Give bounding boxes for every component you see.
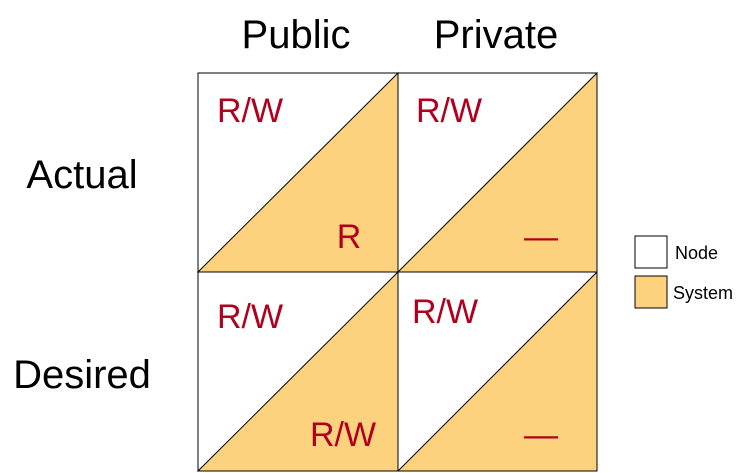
node-permission: R/W: [217, 298, 283, 336]
cell-desired-public: R/W R/W: [196, 270, 399, 472]
system-permission: —: [524, 218, 558, 256]
cell-desired-private: R/W —: [396, 270, 598, 472]
column-header-private: Private: [434, 13, 559, 57]
system-region: [396, 270, 598, 472]
legend-label-system: System: [673, 283, 733, 303]
legend: Node System: [634, 235, 733, 309]
legend-label-node: Node: [675, 243, 718, 263]
node-permission: R/W: [416, 92, 482, 130]
row-header-actual: Actual: [26, 153, 137, 197]
column-header-public: Public: [242, 13, 351, 57]
node-permission: R/W: [412, 293, 478, 331]
cell-actual-private: R/W —: [396, 71, 598, 273]
legend-swatch-node: [634, 235, 668, 269]
legend-swatch-system: [634, 275, 668, 309]
system-permission: R/W: [310, 416, 376, 454]
system-permission: —: [524, 416, 558, 454]
row-header-desired: Desired: [13, 353, 151, 397]
legend-item-system: System: [634, 275, 733, 309]
cell-actual-public: R/W R: [196, 71, 399, 273]
system-permission: R: [337, 218, 362, 256]
legend-item-node: Node: [634, 235, 718, 269]
node-permission: R/W: [217, 92, 283, 130]
